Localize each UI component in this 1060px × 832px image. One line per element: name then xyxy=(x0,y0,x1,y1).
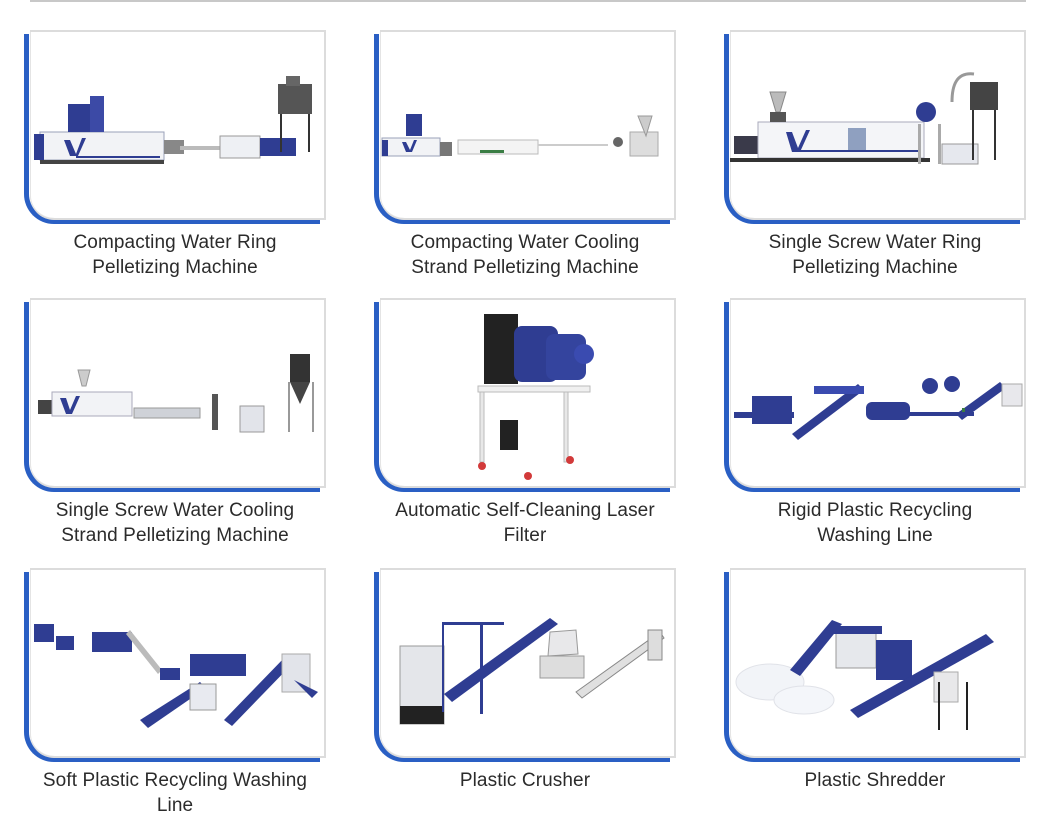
product-image-frame[interactable] xyxy=(724,30,1026,224)
accent-border xyxy=(724,572,1020,762)
accent-border xyxy=(24,34,320,224)
product-image-frame[interactable] xyxy=(374,568,676,762)
single-screw-extruder-image[interactable] xyxy=(730,30,1026,220)
product-card-laser-filter[interactable]: Automatic Self-Cleaning Laser Filter xyxy=(374,298,676,548)
soft-washing-line-icon xyxy=(34,624,318,728)
product-title[interactable]: Single Screw Water Ring Pelletizing Mach… xyxy=(768,232,982,278)
extrusion-line-strand-icon xyxy=(381,114,659,157)
product-title[interactable]: Plastic Crusher xyxy=(459,770,591,791)
rigid-washing-line-image[interactable] xyxy=(730,298,1026,488)
accent-border xyxy=(24,572,320,762)
single-screw-strand-line-icon xyxy=(38,354,314,433)
product-image-frame[interactable] xyxy=(374,298,676,492)
product-card-soft-washing-line[interactable]: Soft Plastic Recycling Washing Line xyxy=(24,568,326,818)
rigid-washing-line-icon xyxy=(734,376,1023,440)
product-image-frame[interactable] xyxy=(374,30,676,224)
product-card-rigid-washing-line[interactable]: Rigid Plastic Recycling Washing Line xyxy=(724,298,1026,548)
laser-filter-image[interactable] xyxy=(380,298,676,488)
extrusion-line-water-ring-image[interactable] xyxy=(30,30,326,220)
extrusion-line-water-ring-icon xyxy=(34,76,312,164)
accent-border xyxy=(374,34,670,224)
plastic-crusher-image[interactable] xyxy=(380,568,676,758)
top-divider xyxy=(30,0,1026,2)
accent-border xyxy=(374,572,670,762)
product-image-frame[interactable] xyxy=(724,298,1026,492)
accent-border xyxy=(374,302,670,492)
product-title[interactable]: Plastic Shredder xyxy=(804,770,946,791)
product-card-compacting-water-ring[interactable]: Compacting Water Ring Pelletizing Machin… xyxy=(24,30,326,280)
product-title[interactable]: Compacting Water Ring Pelletizing Machin… xyxy=(73,232,277,278)
product-card-single-screw-water-ring[interactable]: Single Screw Water Ring Pelletizing Mach… xyxy=(724,30,1026,280)
product-title[interactable]: Single Screw Water Cooling Strand Pellet… xyxy=(55,500,295,546)
accent-border xyxy=(724,34,1020,224)
product-card-compacting-water-cooling-strand[interactable]: Compacting Water Cooling Strand Pelletiz… xyxy=(374,30,676,280)
plastic-shredder-image[interactable] xyxy=(730,568,1026,758)
plastic-shredder-icon xyxy=(735,620,994,730)
single-screw-extruder-icon xyxy=(730,72,998,165)
single-screw-strand-line-image[interactable] xyxy=(30,298,326,488)
plastic-crusher-icon xyxy=(399,618,665,725)
product-card-plastic-crusher[interactable]: Plastic Crusher xyxy=(374,568,676,793)
product-title[interactable]: Automatic Self-Cleaning Laser Filter xyxy=(395,500,655,546)
product-image-frame[interactable] xyxy=(24,298,326,492)
product-card-single-screw-water-cooling-strand[interactable]: Single Screw Water Cooling Strand Pellet… xyxy=(24,298,326,548)
product-title[interactable]: Soft Plastic Recycling Washing Line xyxy=(42,770,308,816)
accent-border xyxy=(724,302,1020,492)
soft-washing-line-image[interactable] xyxy=(30,568,326,758)
product-image-frame[interactable] xyxy=(724,568,1026,762)
product-image-frame[interactable] xyxy=(24,568,326,762)
laser-filter-icon xyxy=(477,314,594,480)
extrusion-line-strand-image[interactable] xyxy=(380,30,676,220)
product-title[interactable]: Compacting Water Cooling Strand Pelletiz… xyxy=(410,232,640,278)
product-image-frame[interactable] xyxy=(24,30,326,224)
product-title[interactable]: Rigid Plastic Recycling Washing Line xyxy=(777,500,973,546)
accent-border xyxy=(24,302,320,492)
product-card-plastic-shredder[interactable]: Plastic Shredder xyxy=(724,568,1026,793)
